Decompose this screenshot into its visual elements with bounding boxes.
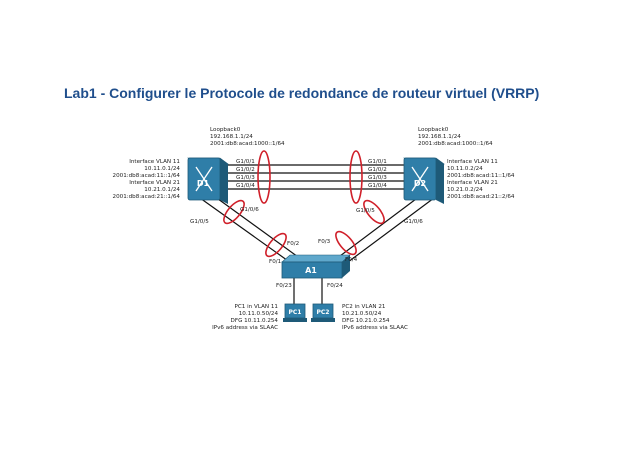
- d2-interface-line: Interface VLAN 21: [447, 180, 498, 186]
- d1-loopback-line: 2001:db8:acad:1000::1/64: [210, 141, 285, 147]
- d1-switch-icon: D1: [187, 157, 229, 204]
- port-label: G1/0/1: [236, 159, 255, 165]
- pc2-info-line: DFG 10.21.0.254: [342, 318, 390, 324]
- port-label: G1/0/4: [236, 183, 255, 189]
- pc1-info-line: PC1 in VLAN 11: [235, 304, 279, 310]
- port-label: G1/0/6: [240, 207, 259, 213]
- pc1-info: PC1 in VLAN 11 10.11.0.50/24 DFG 10.11.0…: [212, 304, 278, 331]
- d1-interface-line: 2001:db8:acad:11::1/64: [113, 173, 181, 179]
- d2-label: D2: [414, 179, 426, 188]
- port-label: G1/0/3: [368, 175, 387, 181]
- port-label: G1/0/5: [190, 219, 209, 225]
- d2-loopback-line: Loopback0: [418, 127, 449, 133]
- port-label: F0/3: [318, 239, 331, 245]
- d1-loopback-line: Loopback0: [210, 127, 241, 133]
- d1-interface-line: Interface VLAN 11: [129, 159, 180, 165]
- port-label: F0/24: [327, 283, 343, 289]
- port-label: F0/23: [276, 283, 292, 289]
- d2-interface-line: 10.11.0.2/24: [447, 166, 483, 172]
- pc2-info: PC2 in VLAN 21 10.21.0.50/24 DFG 10.21.0…: [342, 304, 408, 331]
- d2-switch-icon: D2: [403, 157, 445, 204]
- pc1-info-line: DFG 10.11.0.254: [231, 318, 279, 324]
- port-label: G1/0/5: [356, 208, 375, 214]
- etherchannel-d2-a1-bottom-marker: [335, 230, 357, 256]
- pc1-info-line: 10.11.0.50/24: [239, 311, 279, 317]
- d1-loopback-info: Loopback0 192.168.1.1/24 2001:db8:acad:1…: [210, 127, 285, 147]
- page-title: Lab1 - Configurer le Protocole de redond…: [64, 85, 540, 101]
- pc2-icon: PC2: [311, 303, 335, 322]
- etherchannel-d1-a1-top-marker: [223, 199, 245, 225]
- port-label: G1/0/1: [368, 159, 387, 165]
- etherchannel-d1-trunk-marker: [257, 150, 271, 204]
- link-d1-a1-g5: [199, 197, 299, 269]
- link-d1-a1-g6: [213, 195, 306, 263]
- d1-interface-info: Interface VLAN 11 10.11.0.1/24 2001:db8:…: [113, 159, 181, 200]
- port-label: F0/4: [345, 257, 358, 263]
- d2-interface-info: Interface VLAN 11 10.11.0.2/24 2001:db8:…: [447, 159, 515, 200]
- d2-interface-line: 10.21.0.2/24: [447, 187, 483, 193]
- etherchannel-d2-a1-top-marker: [363, 199, 385, 225]
- port-label: F0/1: [269, 259, 282, 265]
- etherchannel-d2-trunk-marker: [349, 150, 363, 204]
- pc1-info-line: IPv6 address via SLAAC: [212, 325, 278, 331]
- port-label: G1/0/3: [236, 175, 255, 181]
- d2-interface-line: Interface VLAN 11: [447, 159, 498, 165]
- port-label: G1/0/6: [404, 219, 423, 225]
- pc2-info-line: PC2 in VLAN 21: [342, 304, 386, 310]
- access-port-labels: G1/0/6 G1/0/5 G1/0/5 G1/0/6 F0/2 F0/1 F0…: [190, 207, 423, 289]
- d1-interface-line: 2001:db8:acad:21::1/64: [113, 194, 181, 200]
- etherchannel-markers: [223, 150, 385, 258]
- port-label: G1/0/2: [236, 167, 255, 173]
- pc2-info-line: IPv6 address via SLAAC: [342, 325, 408, 331]
- pc1-icon: PC1: [283, 303, 307, 322]
- a1-label: A1: [305, 266, 317, 275]
- pc2-info-line: 10.21.0.50/24: [342, 311, 382, 317]
- d1-interface-line: 10.21.0.1/24: [144, 187, 180, 193]
- d1-label: D1: [197, 179, 210, 188]
- d2-interface-line: 2001:db8:acad:11::1/64: [447, 173, 515, 179]
- d1-interface-line: Interface VLAN 21: [129, 180, 180, 186]
- d2-interface-line: 2001:db8:acad:21::2/64: [447, 194, 515, 200]
- port-label: G1/0/4: [368, 183, 387, 189]
- d2-trunk-port-labels: G1/0/1 G1/0/2 G1/0/3 G1/0/4: [368, 159, 387, 189]
- d1-loopback-line: 192.168.1.1/24: [210, 134, 253, 140]
- d2-loopback-line: 2001:db8:acad:1000::1/64: [418, 141, 493, 147]
- a1-switch-icon: A1: [281, 254, 351, 279]
- pc1-label: PC1: [289, 309, 302, 316]
- etherchannel-d1-a1-bottom-marker: [265, 232, 287, 258]
- link-d2-a1-g6: [339, 197, 435, 269]
- pc2-label: PC2: [317, 309, 330, 316]
- d1-interface-line: 10.11.0.1/24: [144, 166, 180, 172]
- port-label: G1/0/2: [368, 167, 387, 173]
- d2-loopback-info: Loopback0 192.168.1.1/24 2001:db8:acad:1…: [418, 127, 493, 147]
- d1-trunk-port-labels: G1/0/1 G1/0/2 G1/0/3 G1/0/4: [236, 159, 255, 189]
- d2-loopback-line: 192.168.1.1/24: [418, 134, 461, 140]
- port-label: F0/2: [287, 241, 299, 247]
